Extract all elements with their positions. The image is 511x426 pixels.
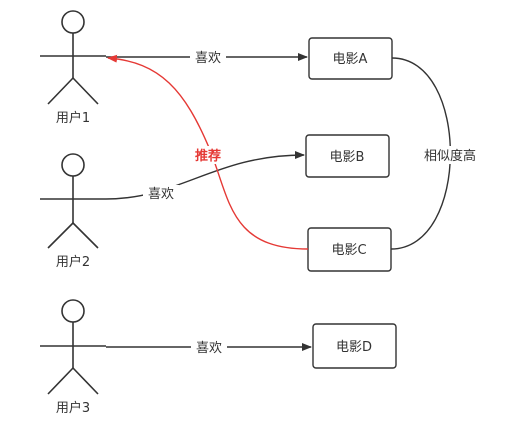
movie-b-box[interactable] [305,134,390,178]
user-1-figure [40,10,106,105]
edge-label-bg-3 [191,339,227,356]
user-1-label: 用户1 [56,110,90,126]
edge-like-label-3: 喜欢 [196,341,222,356]
edge-like-label-2: 喜欢 [148,187,174,202]
edge-similarity-label: 相似度高 [424,148,476,164]
movie-c-label: 电影C [331,243,366,258]
user-3-figure [40,299,106,395]
user-2-figure [40,153,106,249]
edge-user2-likes-movie-b [105,151,305,200]
movie-a-label: 电影A [333,52,368,67]
user-2-label: 用户2 [56,254,90,270]
edge-label-bg-2 [143,185,179,202]
edge-label-bg-recommend [190,146,226,164]
edge-recommend-label: 推荐 [195,148,221,164]
movie-d-label: 电影D [336,340,372,355]
edge-label-bg-similarity [418,146,482,164]
edge-like-label-1: 喜欢 [195,51,221,66]
movie-d-box[interactable] [312,323,397,369]
user-3-label: 用户3 [56,400,90,416]
movie-b-label: 电影B [330,150,365,165]
edge-label-bg-1 [190,49,226,66]
